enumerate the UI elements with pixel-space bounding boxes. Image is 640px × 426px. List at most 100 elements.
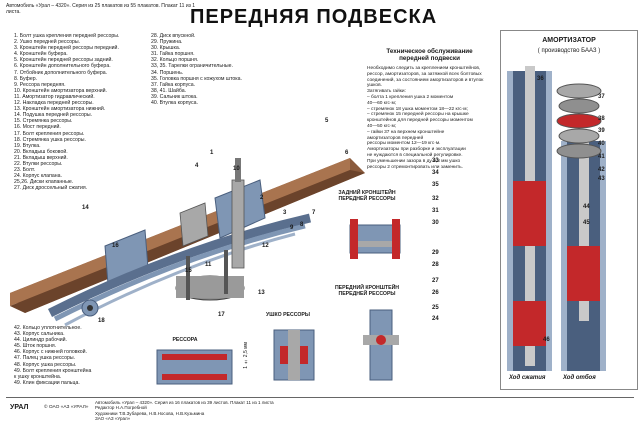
parts-list-item: 30. Крышка. [151, 45, 181, 52]
shock-absorber-callout-number: 38 [598, 116, 605, 122]
parts-list-item: 18. Стремянка ушка рессоры. [14, 136, 86, 143]
parts-list-column-1: 1. Болт ушка крепления передней рессоры.… [14, 33, 119, 191]
parts-list-item: 34. Поршень. [151, 69, 184, 76]
maintenance-line: не нуждаются в специальной регулировке. [367, 152, 463, 158]
parts-list-item: 39. Сальник штока. [151, 93, 198, 100]
shock-absorber-subtitle: ( производство БААЗ ) [537, 48, 601, 54]
front-bracket-title: ПЕРЕДНИЙ КРОНШТЕЙН ПЕРЕДНЕЙ РЕССОРЫ [332, 285, 402, 297]
shock-absorber [231, 179, 245, 269]
parts-list-item: 47. Палец ушка рессоры. [14, 355, 76, 362]
main-callout-number: 2 [260, 195, 264, 201]
buffer-bracket [179, 202, 209, 247]
footer-line: Художники Т.В.Зубарева, Н.В.Носова, Н.В.… [95, 410, 205, 416]
seal [556, 113, 602, 129]
footer-line: ЗАО «АЗ «Урал» [95, 415, 131, 421]
shock-piston-right [567, 246, 600, 301]
maintenance-heading-1: Техническое обслуживание [386, 48, 473, 55]
parts-list-item: к ушку кронштейна. [14, 373, 62, 380]
maintenance-line: рессоры 2 отремонтировать или заменить. [367, 164, 463, 170]
parts-list-item: 24. Корпус клапана. [14, 173, 62, 180]
parts-list-item: 27. Диск дроссельный сжатия. [14, 185, 88, 192]
parts-list-item: 14. Подушка передней рессоры. [14, 112, 93, 119]
front-bracket-inset [363, 309, 399, 381]
main-callout-number: 17 [218, 312, 225, 318]
rear-bracket-title: ЗАДНИЙ КРОНШТЕЙН ПЕРЕДНЕЙ РЕССОРЫ [332, 190, 402, 202]
footer-copyright: © ОАО «АЗ «УРАЛ» [44, 405, 89, 410]
parts-list-item: 11. Амортизатор гидравлический. [14, 93, 95, 100]
maintenance-line: 40—60 кгс·м; [367, 100, 397, 106]
u-bolt [224, 250, 228, 294]
spring-eye-inset [273, 329, 315, 381]
parts-list-item: 49. Болт крепления кронштейна [14, 367, 92, 374]
parts-list-item: 2. Ушко передней рессоры. [14, 39, 81, 46]
shock-absorber-callout-number: 40 [598, 141, 605, 147]
washer [556, 143, 602, 159]
maintenance-line: Затягивать гайки: [367, 89, 406, 95]
shock-absorber-callout-number: 36 [537, 76, 544, 82]
front-bracket-bolt [376, 335, 386, 345]
shock-absorber-callout-number: 34 [432, 170, 439, 176]
rear-bracket-title-line1: ЗАДНИЙ КРОНШТЕЙН [338, 190, 396, 196]
parts-list-column-3: 42. Кольцо уплотнительное.43. Корпус сал… [14, 325, 91, 386]
parts-list-item: 25,26. Диски клапанные. [14, 179, 74, 186]
shock-absorber-callout-number: 33 [432, 158, 439, 164]
footer-text: Автомобиль «Урал – 4320». Серия из 16 пл… [95, 400, 274, 421]
shock-absorber-rod [235, 158, 241, 182]
frame-rail-top [10, 158, 350, 306]
parts-list-item: 28. Диск впускной. [151, 33, 196, 39]
spring-eye-title: УШКО РЕССОРЫ [266, 312, 310, 318]
maintenance-line: Амортизаторы при разборке и эксплуатации [367, 147, 466, 153]
spring-inset-liner [162, 354, 227, 360]
front-bracket-title-line1: ПЕРЕДНИЙ КРОНШТЕЙН [334, 285, 400, 291]
shock-absorber-callout-number: 26 [432, 290, 439, 296]
parts-list-item: 16. Мост передний. [14, 124, 61, 131]
shock-absorber-callout-number: 39 [598, 128, 605, 134]
main-callout-number: 10 [233, 166, 240, 172]
maintenance-line: соединений, за состоянием амортизаторов … [367, 77, 484, 83]
rear-bracket-inset [349, 219, 401, 259]
parts-list-item: 17. Болт крепления рессоры. [14, 130, 85, 137]
gap-label: 1 ± 2,5 мм [243, 342, 249, 369]
parts-list-item: 1. Болт ушка крепления передней рессоры. [14, 33, 120, 39]
shock-absorber-callout-number: 46 [543, 337, 550, 343]
main-callout-number: 16 [112, 243, 119, 249]
parts-list-item: 7. Отбойник дополнительного буфера. [14, 69, 108, 76]
parts-list-item: 12. Накладка передней рессоры. [14, 100, 94, 107]
spring-eye-pin [288, 330, 300, 380]
footer-line: Редактор Н.А.Погребной [95, 405, 147, 411]
main-callout-number: 3 [283, 210, 287, 216]
shock-rod-right [579, 141, 589, 321]
parts-list-item: 8. Буфер. [14, 75, 38, 82]
shock-absorber-callout-number: 45 [583, 220, 590, 226]
parts-list-item: 23. Болт. [14, 167, 36, 174]
u-bolt [186, 256, 190, 300]
rear-bracket-spring [358, 241, 392, 247]
main-callout-number: 8 [300, 222, 304, 228]
footer-divider [6, 397, 634, 398]
parts-list-item: 38, 41. Шайба. [151, 87, 187, 94]
footer-line: Автомобиль «Урал – 4320». Серия из 16 пл… [95, 400, 274, 405]
parts-list-item: 4. Кронштейн буфера. [14, 51, 68, 58]
parts-list-item: 5. Кронштейн передней рессоры задний. [14, 57, 113, 64]
maintenance-line: – гайки 37 на верхнем кронштейне [367, 129, 445, 135]
parts-list-item: 20. Вкладыш боковой. [14, 148, 68, 155]
shock-piston-left [513, 181, 546, 246]
washer [558, 128, 600, 144]
shock-absorber-callout-number: 41 [598, 154, 605, 160]
front-bracket-title-line2: ПЕРЕДНЕЙ РЕССОРЫ [338, 291, 396, 297]
spring-eye-pin [87, 305, 93, 311]
poster-header-text: Автомобиль «Урал – 4320». Серия из 25 пл… [6, 3, 196, 15]
main-callout-number: 11 [205, 262, 212, 268]
rear-bracket-title-line2: ПЕРЕДНЕЙ РЕССОРЫ [338, 196, 396, 202]
maintenance-text: Необходимо следить за креплением кронште… [367, 66, 492, 170]
main-callout-number: 7 [312, 210, 316, 216]
shock-absorber-callout-number: 28 [432, 262, 439, 268]
maintenance-section: Техническое обслуживание передней подвес… [367, 48, 492, 170]
parts-list-item: 40. Втулка корпуса. [151, 100, 198, 107]
parts-list-item: 43. Корпус сальника. [14, 331, 65, 338]
ural-logo: УРАЛ [10, 404, 29, 411]
shock-absorber-callout-number: 30 [432, 220, 439, 226]
main-callout-number: 14 [82, 205, 89, 211]
parts-list-item: 22. Втулки рессоры. [14, 160, 63, 167]
front-suspension-illustration [10, 158, 365, 327]
